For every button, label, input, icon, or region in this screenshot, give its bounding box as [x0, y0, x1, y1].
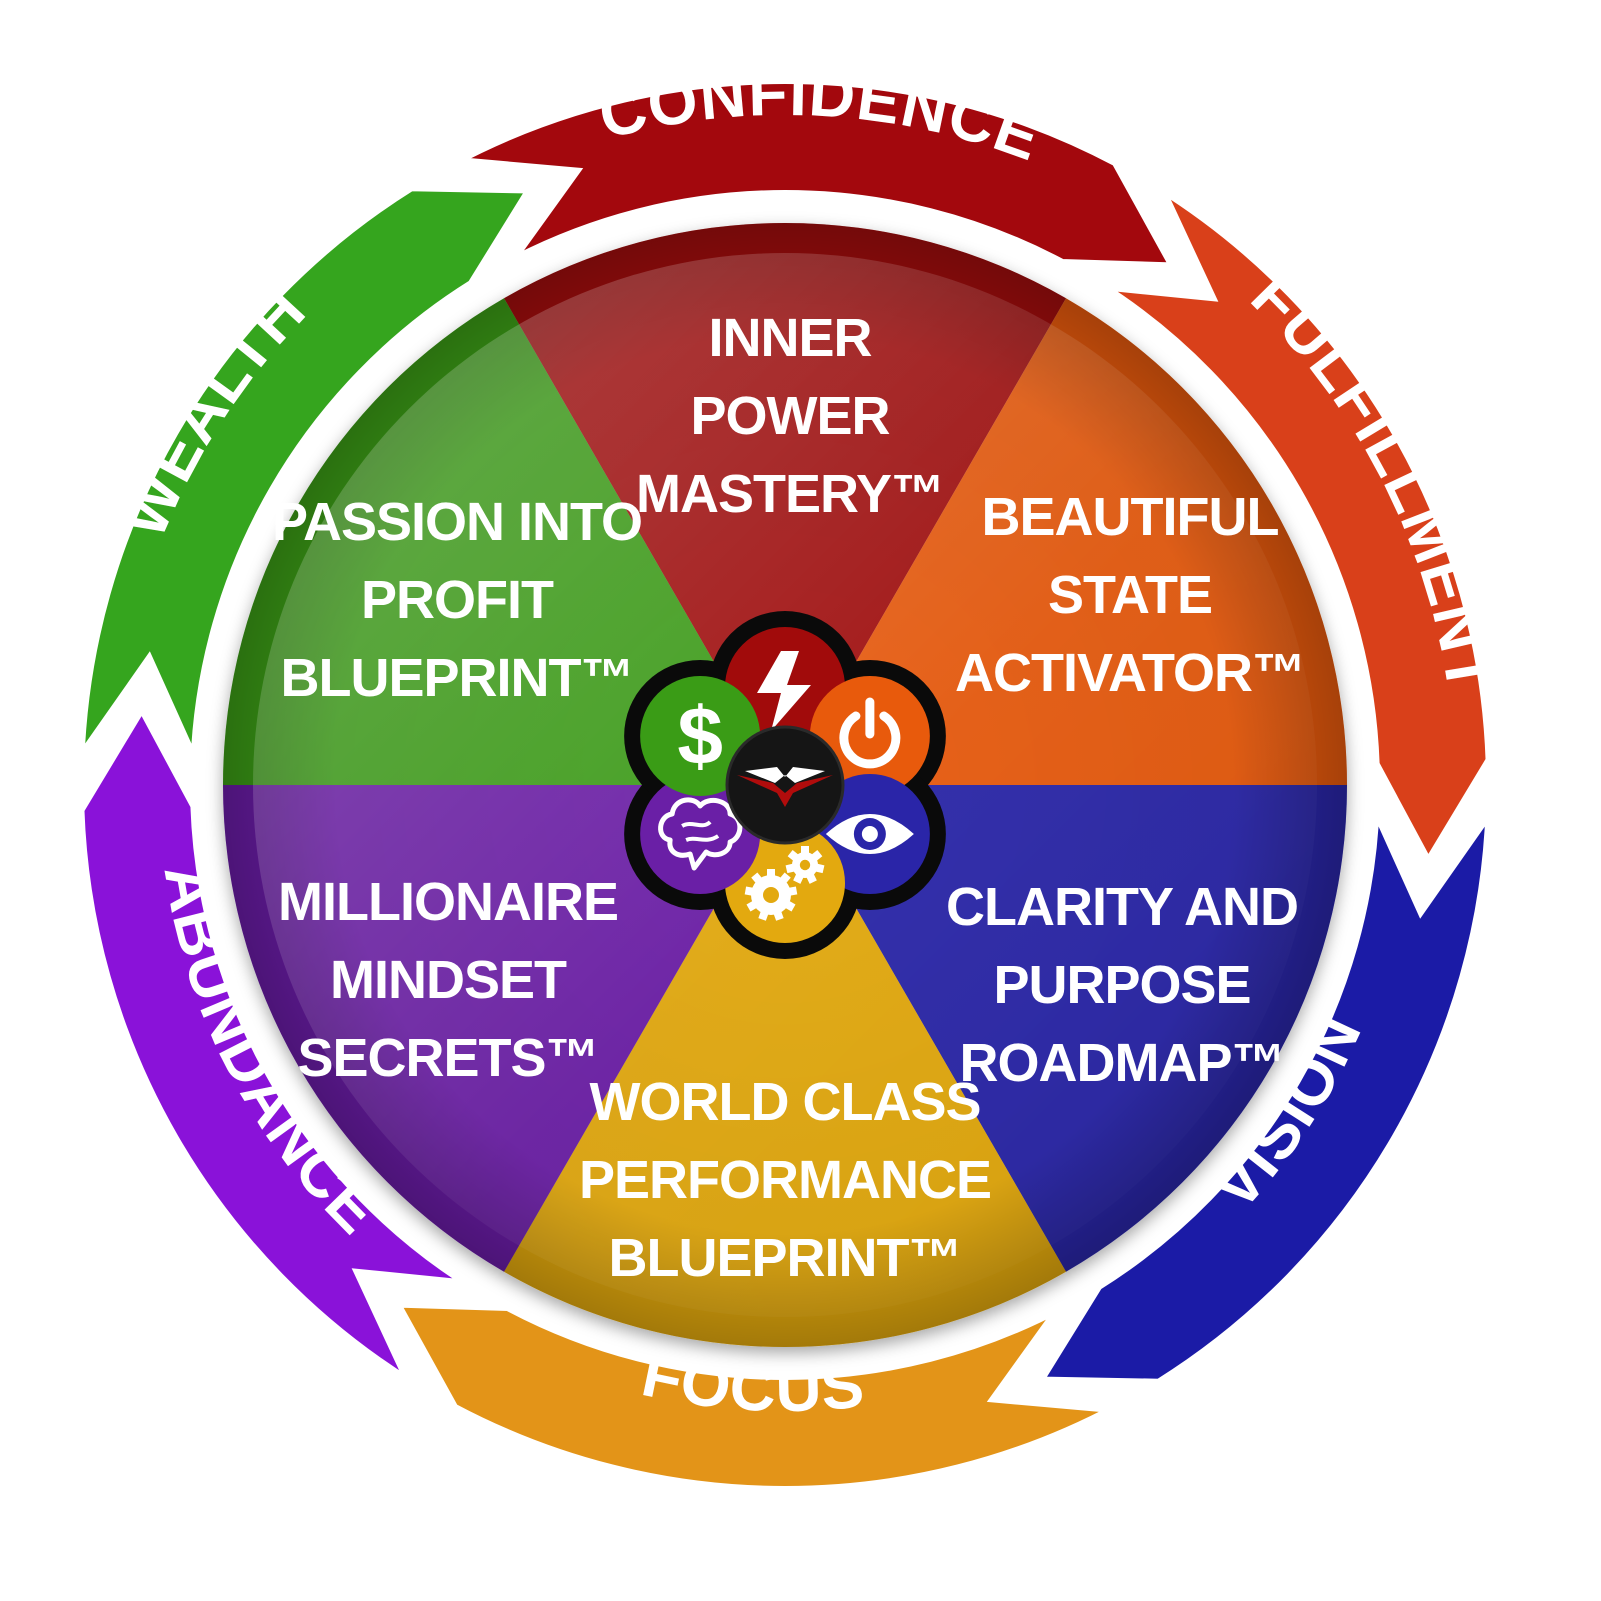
- ring-arrow-vision: [1029, 792, 1497, 1389]
- power-icon: [839, 697, 901, 769]
- gears-icon: [744, 846, 825, 921]
- dollar-icon: $: [677, 691, 723, 782]
- ring-arrow-fulfillment: [1094, 173, 1496, 875]
- eye-icon: [825, 814, 914, 854]
- brain-icon: [658, 797, 743, 871]
- ring-arrow-confidence: [436, 73, 1184, 273]
- eagle-logo-icon: [725, 725, 845, 845]
- svg-text:$: $: [677, 691, 723, 782]
- ring-arrow-focus: [386, 1297, 1134, 1497]
- lightning-icon: [757, 651, 811, 731]
- icon-flower: $: [624, 611, 946, 959]
- ring-arrow-wealth: [73, 181, 541, 778]
- ring-label-focus: FOCUS: [636, 1337, 868, 1425]
- ring-arrow-abundance: [74, 695, 476, 1397]
